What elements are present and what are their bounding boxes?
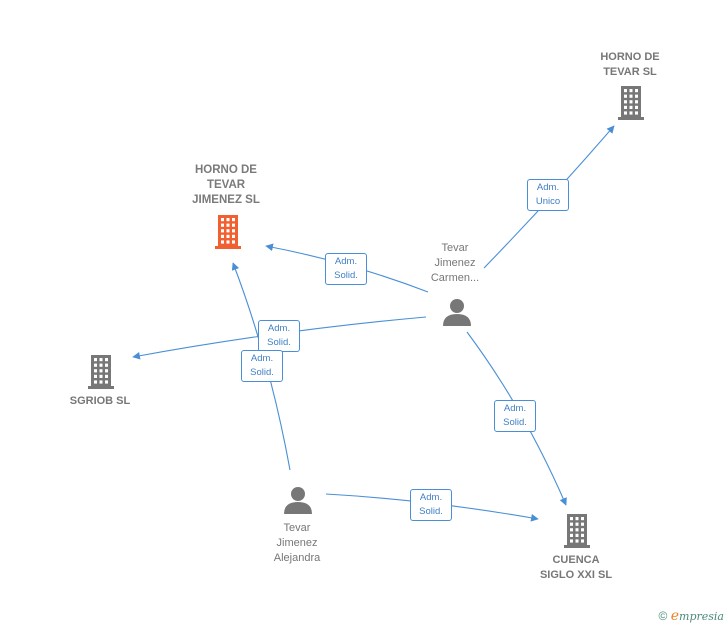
edge-label-carmen-horno-tevar-jimenez: Adm. Solid. (325, 253, 367, 285)
person-carmen-person-icon[interactable] (443, 299, 471, 326)
sgriob-building-icon[interactable] (88, 355, 114, 389)
node-label-cuenca[interactable]: CUENCA SIGLO XXI SL (539, 554, 613, 581)
cuenca-building-icon[interactable] (564, 514, 590, 548)
person-alejandra-person-icon[interactable] (284, 487, 312, 514)
node-label-person-carmen[interactable]: Tevar Jimenez Carmen... (430, 242, 480, 284)
copyright-symbol: © (658, 609, 668, 623)
edge-label-carmen-cuenca: Adm. Solid. (494, 400, 536, 432)
edge-label-carmen-horno-tevar: Adm. Unico (527, 179, 569, 211)
horno-tevar-building-icon[interactable] (618, 86, 644, 120)
footer-brand: © empresia (659, 608, 724, 624)
node-label-sgriob[interactable]: SGRIOB SL (69, 395, 131, 407)
edge-label-carmen-sgriob: Adm. Solid. (258, 320, 300, 352)
edge-label-alejandra-horno-tevar-jimenez: Adm. Solid. (241, 350, 283, 382)
brand-name: mpresia (679, 610, 724, 623)
node-label-horno-tevar-jimenez[interactable]: HORNO DE TEVAR JIMENEZ SL (192, 164, 260, 206)
icons-layer (88, 86, 644, 548)
horno-tevar-jimenez-building-icon[interactable] (215, 215, 241, 249)
node-label-person-alejandra[interactable]: Tevar Jimenez Alejandra (273, 522, 321, 564)
edge-label-alejandra-cuenca: Adm. Solid. (410, 489, 452, 521)
brand-logo-e: e (670, 608, 680, 624)
node-label-horno-tevar[interactable]: HORNO DE TEVAR SL (600, 51, 660, 78)
